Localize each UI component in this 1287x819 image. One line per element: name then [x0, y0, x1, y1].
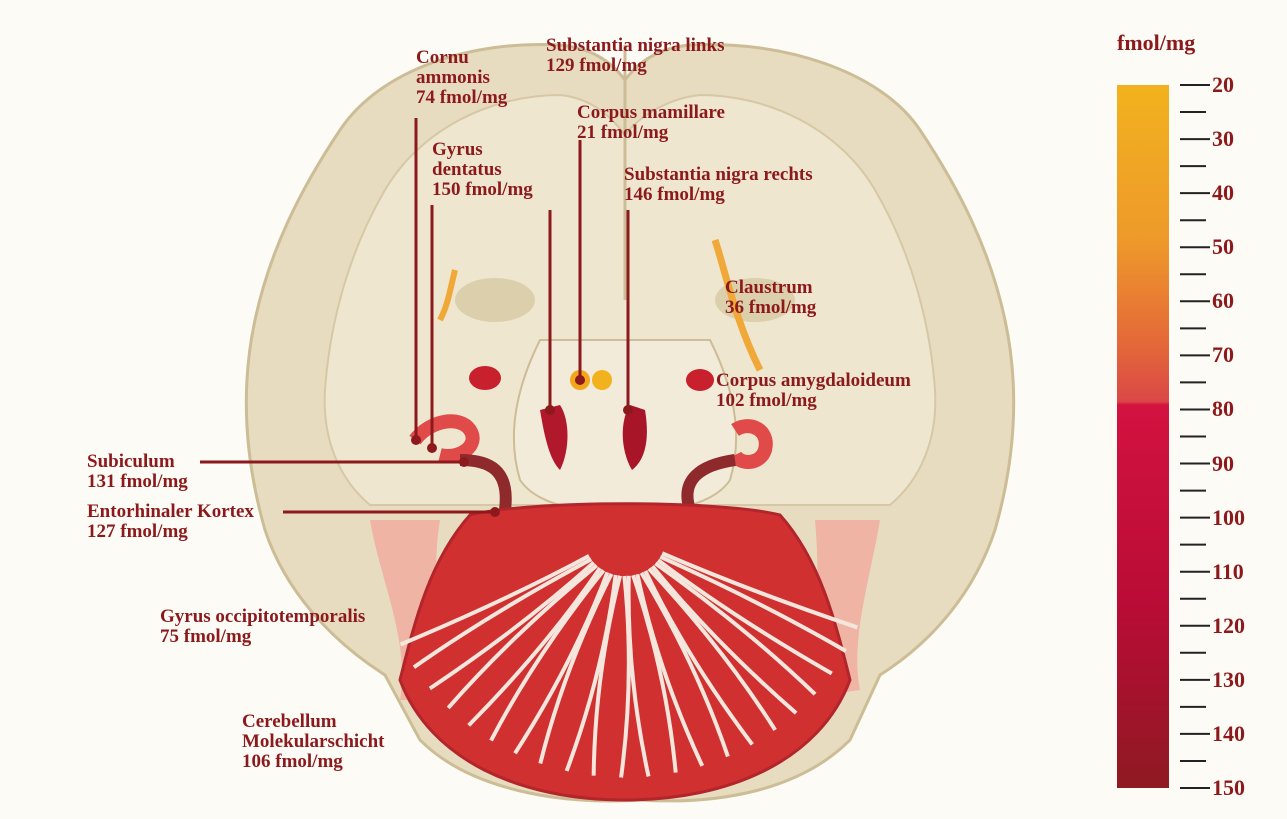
scale-tick-label: 130 [1212, 669, 1245, 691]
scale-tick-label: 20 [1212, 74, 1234, 96]
scale-unit: fmol/mg [1117, 30, 1195, 56]
scale-tick-label: 70 [1212, 344, 1234, 366]
amygdala-right-region [686, 369, 714, 391]
scale-tick-label: 60 [1212, 290, 1234, 312]
basal-ganglia-left [455, 278, 535, 322]
corpus-mamillare-region-2 [592, 370, 612, 390]
amygdala-left-region [469, 366, 501, 390]
scale-ticks [1180, 85, 1210, 788]
scale-tick-label: 30 [1212, 128, 1234, 150]
scale-tick-label: 40 [1212, 182, 1234, 204]
scale-tick-label: 150 [1212, 777, 1245, 799]
scale-tick-label: 50 [1212, 236, 1234, 258]
scale-tick-label: 80 [1212, 398, 1234, 420]
scale-tick-label: 100 [1212, 507, 1245, 529]
color-scale-bar [1117, 85, 1169, 788]
scale-tick-label: 140 [1212, 723, 1245, 745]
scale-tick-label: 90 [1212, 453, 1234, 475]
scale-tick-label: 120 [1212, 615, 1245, 637]
scale-tick-label: 110 [1212, 561, 1244, 583]
